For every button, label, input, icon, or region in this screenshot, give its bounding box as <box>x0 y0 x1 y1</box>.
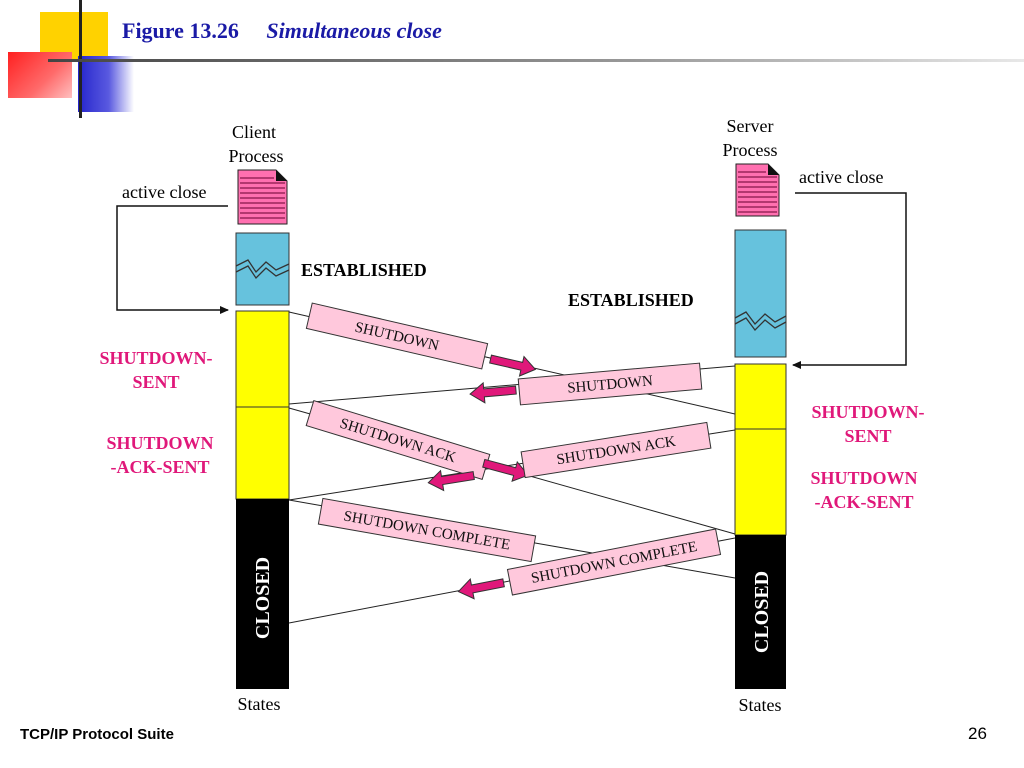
footer-suite-label: TCP/IP Protocol Suite <box>20 726 174 743</box>
client-state2-line2: -ACK-SENT <box>110 457 209 477</box>
client-established-label: ESTABLISHED <box>301 260 427 280</box>
client-closed-label: CLOSED <box>252 557 274 639</box>
client-active-close-arrow <box>116 205 229 314</box>
server-established-bar <box>734 229 787 358</box>
server-shutdown-message: SHUTDOWN <box>517 362 703 406</box>
server-shutdown-ack-message: SHUTDOWN ACK <box>520 421 712 479</box>
footer-page-number: 26 <box>968 724 987 743</box>
server-state1-line2: SENT <box>844 426 891 446</box>
server-shutdown-arrow <box>469 381 517 404</box>
figure-label: Figure 13.26 <box>122 18 239 43</box>
slide-decoration-blue <box>78 56 134 112</box>
client-shutdown-ack-arrow <box>482 458 530 483</box>
figure-caption: Simultaneous close <box>266 18 442 43</box>
server-shutdown-ack-sent-bar <box>734 428 787 536</box>
client-shutdown-complete-message: SHUTDOWN COMPLETE <box>317 497 537 563</box>
server-closed-label: CLOSED <box>751 571 773 653</box>
client-state2-line1: SHUTDOWN <box>106 433 213 453</box>
slide-title: Figure 13.26 Simultaneous close <box>122 18 442 44</box>
client-shutdown-sent-bar <box>235 310 290 408</box>
client-state1-line1: SHUTDOWN- <box>99 348 212 368</box>
server-shutdown-sent-bar <box>734 363 787 430</box>
client-title-line1: Client <box>232 122 276 142</box>
client-established-bar <box>235 232 290 306</box>
server-shutdown-message-label: SHUTDOWN <box>567 373 654 396</box>
server-established-label: ESTABLISHED <box>568 290 694 310</box>
server-state2-line2: -ACK-SENT <box>814 492 913 512</box>
client-shutdown-ack-sent-bar <box>235 406 290 500</box>
client-shutdown-ack-message: SHUTDOWN ACK <box>305 400 491 480</box>
server-document-icon <box>735 163 780 217</box>
client-title-line2: Process <box>229 146 284 166</box>
server-shutdown-complete-message: SHUTDOWN COMPLETE <box>506 528 722 596</box>
server-active-close-label: active close <box>799 167 883 187</box>
client-shutdown-message: SHUTDOWN <box>305 302 489 370</box>
server-active-close-arrow <box>792 192 907 369</box>
client-document-icon <box>237 169 288 225</box>
server-state1-line1: SHUTDOWN- <box>811 402 924 422</box>
server-shutdown-complete-arrow <box>457 578 505 600</box>
server-states-label: States <box>739 695 782 715</box>
client-active-close-label: active close <box>122 182 206 202</box>
client-shutdown-arrow <box>489 354 537 377</box>
server-closed-bar <box>735 535 786 689</box>
server-shutdown-ack-arrow <box>427 469 475 492</box>
server-state2-line1: SHUTDOWN <box>810 468 917 488</box>
client-state1-line2: SENT <box>132 372 179 392</box>
slide-decoration-horizontal-line <box>48 59 1024 62</box>
server-title-line1: Server <box>727 116 774 136</box>
client-states-label: States <box>238 694 281 714</box>
server-title-line2: Process <box>723 140 778 160</box>
client-closed-bar <box>236 499 289 689</box>
